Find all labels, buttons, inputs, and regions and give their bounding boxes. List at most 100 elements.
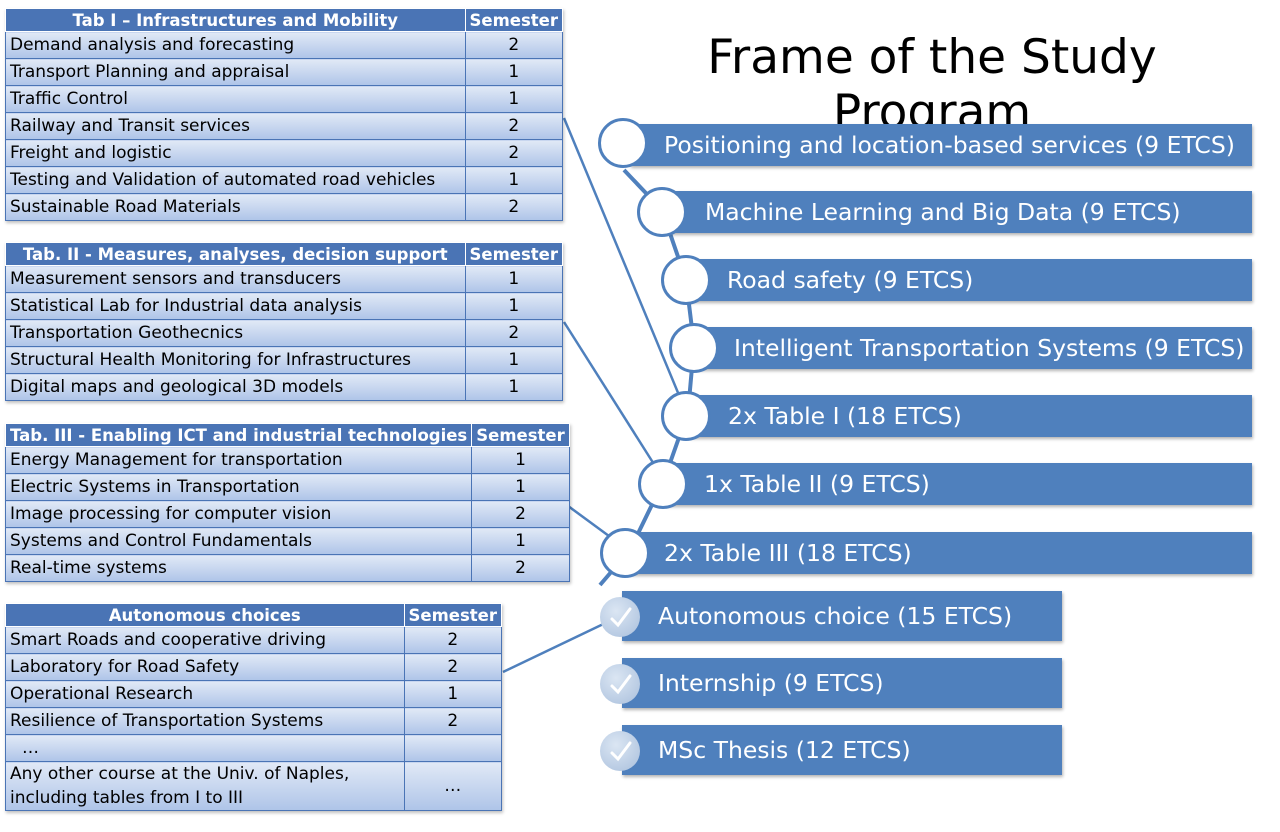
course-semester: 2 <box>464 139 563 167</box>
course-semester: 1 <box>464 292 563 320</box>
circle-node-icon <box>638 459 688 509</box>
bar-label: 2x Table I (18 ETCS) <box>728 402 962 430</box>
bar-positioning: Positioning and location-based services … <box>630 124 1252 166</box>
bar-label: 1x Table II (9 ETCS) <box>704 470 930 498</box>
table-header-semester: Semester <box>471 423 570 447</box>
circle-node-icon <box>661 255 711 305</box>
course-semester: 1 <box>471 527 570 555</box>
table-header-title: Autonomous choices <box>5 603 405 627</box>
course-name: Laboratory for Road Safety <box>5 653 405 681</box>
table-header-title: Tab. III - Enabling ICT and industrial t… <box>4 423 473 447</box>
table-header-title: Tab. II - Measures, analyses, decision s… <box>5 242 466 266</box>
table-row: Testing and Validation of automated road… <box>5 166 563 194</box>
course-semester: 2 <box>403 653 502 681</box>
course-semester: 2 <box>464 193 563 221</box>
course-semester: 1 <box>471 473 570 501</box>
bar-machine-learning: Machine Learning and Big Data (9 ETCS) <box>666 191 1252 233</box>
course-name: Operational Research <box>5 680 405 708</box>
table-header-semester: Semester <box>464 242 563 266</box>
course-semester: 2 <box>464 31 563 59</box>
bar-table-three: 2x Table III (18 ETCS) <box>630 532 1252 574</box>
table-row: Statistical Lab for Industrial data anal… <box>5 292 563 320</box>
course-semester: 1 <box>464 373 563 401</box>
bar-label: 2x Table III (18 ETCS) <box>664 539 912 567</box>
table-enabling-ict: Tab. III - Enabling ICT and industrial t… <box>4 423 570 582</box>
course-semester: 1 <box>464 265 563 293</box>
course-name: Measurement sensors and transducers <box>5 265 466 293</box>
course-name: Freight and logistic <box>5 139 466 167</box>
course-semester: 1 <box>464 346 563 374</box>
course-semester: 2 <box>464 112 563 140</box>
course-name: … <box>5 734 405 762</box>
bar-table-two: 1x Table II (9 ETCS) <box>666 463 1252 505</box>
course-semester: 2 <box>464 319 563 347</box>
table-row: … <box>5 734 502 762</box>
course-name: Traffic Control <box>5 85 466 113</box>
course-name: Smart Roads and cooperative driving <box>5 626 405 654</box>
table-measures-analyses: Tab. II - Measures, analyses, decision s… <box>5 242 563 401</box>
table-row: Any other course at the Univ. of Naples,… <box>5 761 502 811</box>
bar-label: Machine Learning and Big Data (9 ETCS) <box>705 198 1181 226</box>
checkmark-icon <box>600 664 640 704</box>
circle-node-icon <box>637 187 687 237</box>
course-name: Transport Planning and appraisal <box>5 58 466 86</box>
bar-label: Road safety (9 ETCS) <box>727 266 974 294</box>
table-header-semester: Semester <box>464 8 563 32</box>
bar-label: Autonomous choice (15 ETCS) <box>658 602 1013 630</box>
bar-internship: Internship (9 ETCS) <box>622 658 1062 708</box>
course-name: Energy Management for transportation <box>4 446 473 474</box>
bar-autonomous-choice: Autonomous choice (15 ETCS) <box>622 591 1062 641</box>
bar-msc-thesis: MSc Thesis (12 ETCS) <box>622 725 1062 775</box>
bar-label: Internship (9 ETCS) <box>658 669 884 697</box>
table-autonomous-choices: Autonomous choices Semester Smart Roads … <box>5 603 502 811</box>
bar-its: Intelligent Transportation Systems (9 ET… <box>698 327 1252 369</box>
bar-label: Positioning and location-based services … <box>664 131 1235 159</box>
table-row: Structural Health Monitoring for Infrast… <box>5 346 563 374</box>
course-semester <box>403 734 502 762</box>
course-name: Image processing for computer vision <box>4 500 473 528</box>
course-name: Testing and Validation of automated road… <box>5 166 466 194</box>
bar-road-safety: Road safety (9 ETCS) <box>690 259 1252 301</box>
course-semester: 1 <box>403 680 502 708</box>
course-name: Digital maps and geological 3D models <box>5 373 466 401</box>
course-name: Transportation Geothecnics <box>5 319 466 347</box>
course-semester: 2 <box>471 554 570 582</box>
course-name: Structural Health Monitoring for Infrast… <box>5 346 466 374</box>
course-name: Any other course at the Univ. of Naples,… <box>5 761 405 811</box>
bar-label: MSc Thesis (12 ETCS) <box>658 736 911 764</box>
course-name: Real-time systems <box>4 554 473 582</box>
course-semester: 1 <box>464 85 563 113</box>
course-name: Statistical Lab for Industrial data anal… <box>5 292 466 320</box>
circle-node-icon <box>598 118 648 168</box>
course-name: Resilience of Transportation Systems <box>5 707 405 735</box>
course-name: Demand analysis and forecasting <box>5 31 466 59</box>
checkmark-icon <box>600 731 640 771</box>
checkmark-icon <box>600 597 640 637</box>
connector-tab2 <box>562 321 666 481</box>
course-semester: 1 <box>464 58 563 86</box>
course-semester: 2 <box>403 707 502 735</box>
bar-label: Intelligent Transportation Systems (9 ET… <box>734 334 1245 362</box>
circle-node-icon <box>600 528 650 578</box>
course-semester: 2 <box>471 500 570 528</box>
table-header-title: Tab I – Infrastructures and Mobility <box>5 8 466 32</box>
circle-node-icon <box>669 323 719 373</box>
course-name: Systems and Control Fundamentals <box>4 527 473 555</box>
table-header-semester: Semester <box>403 603 502 627</box>
